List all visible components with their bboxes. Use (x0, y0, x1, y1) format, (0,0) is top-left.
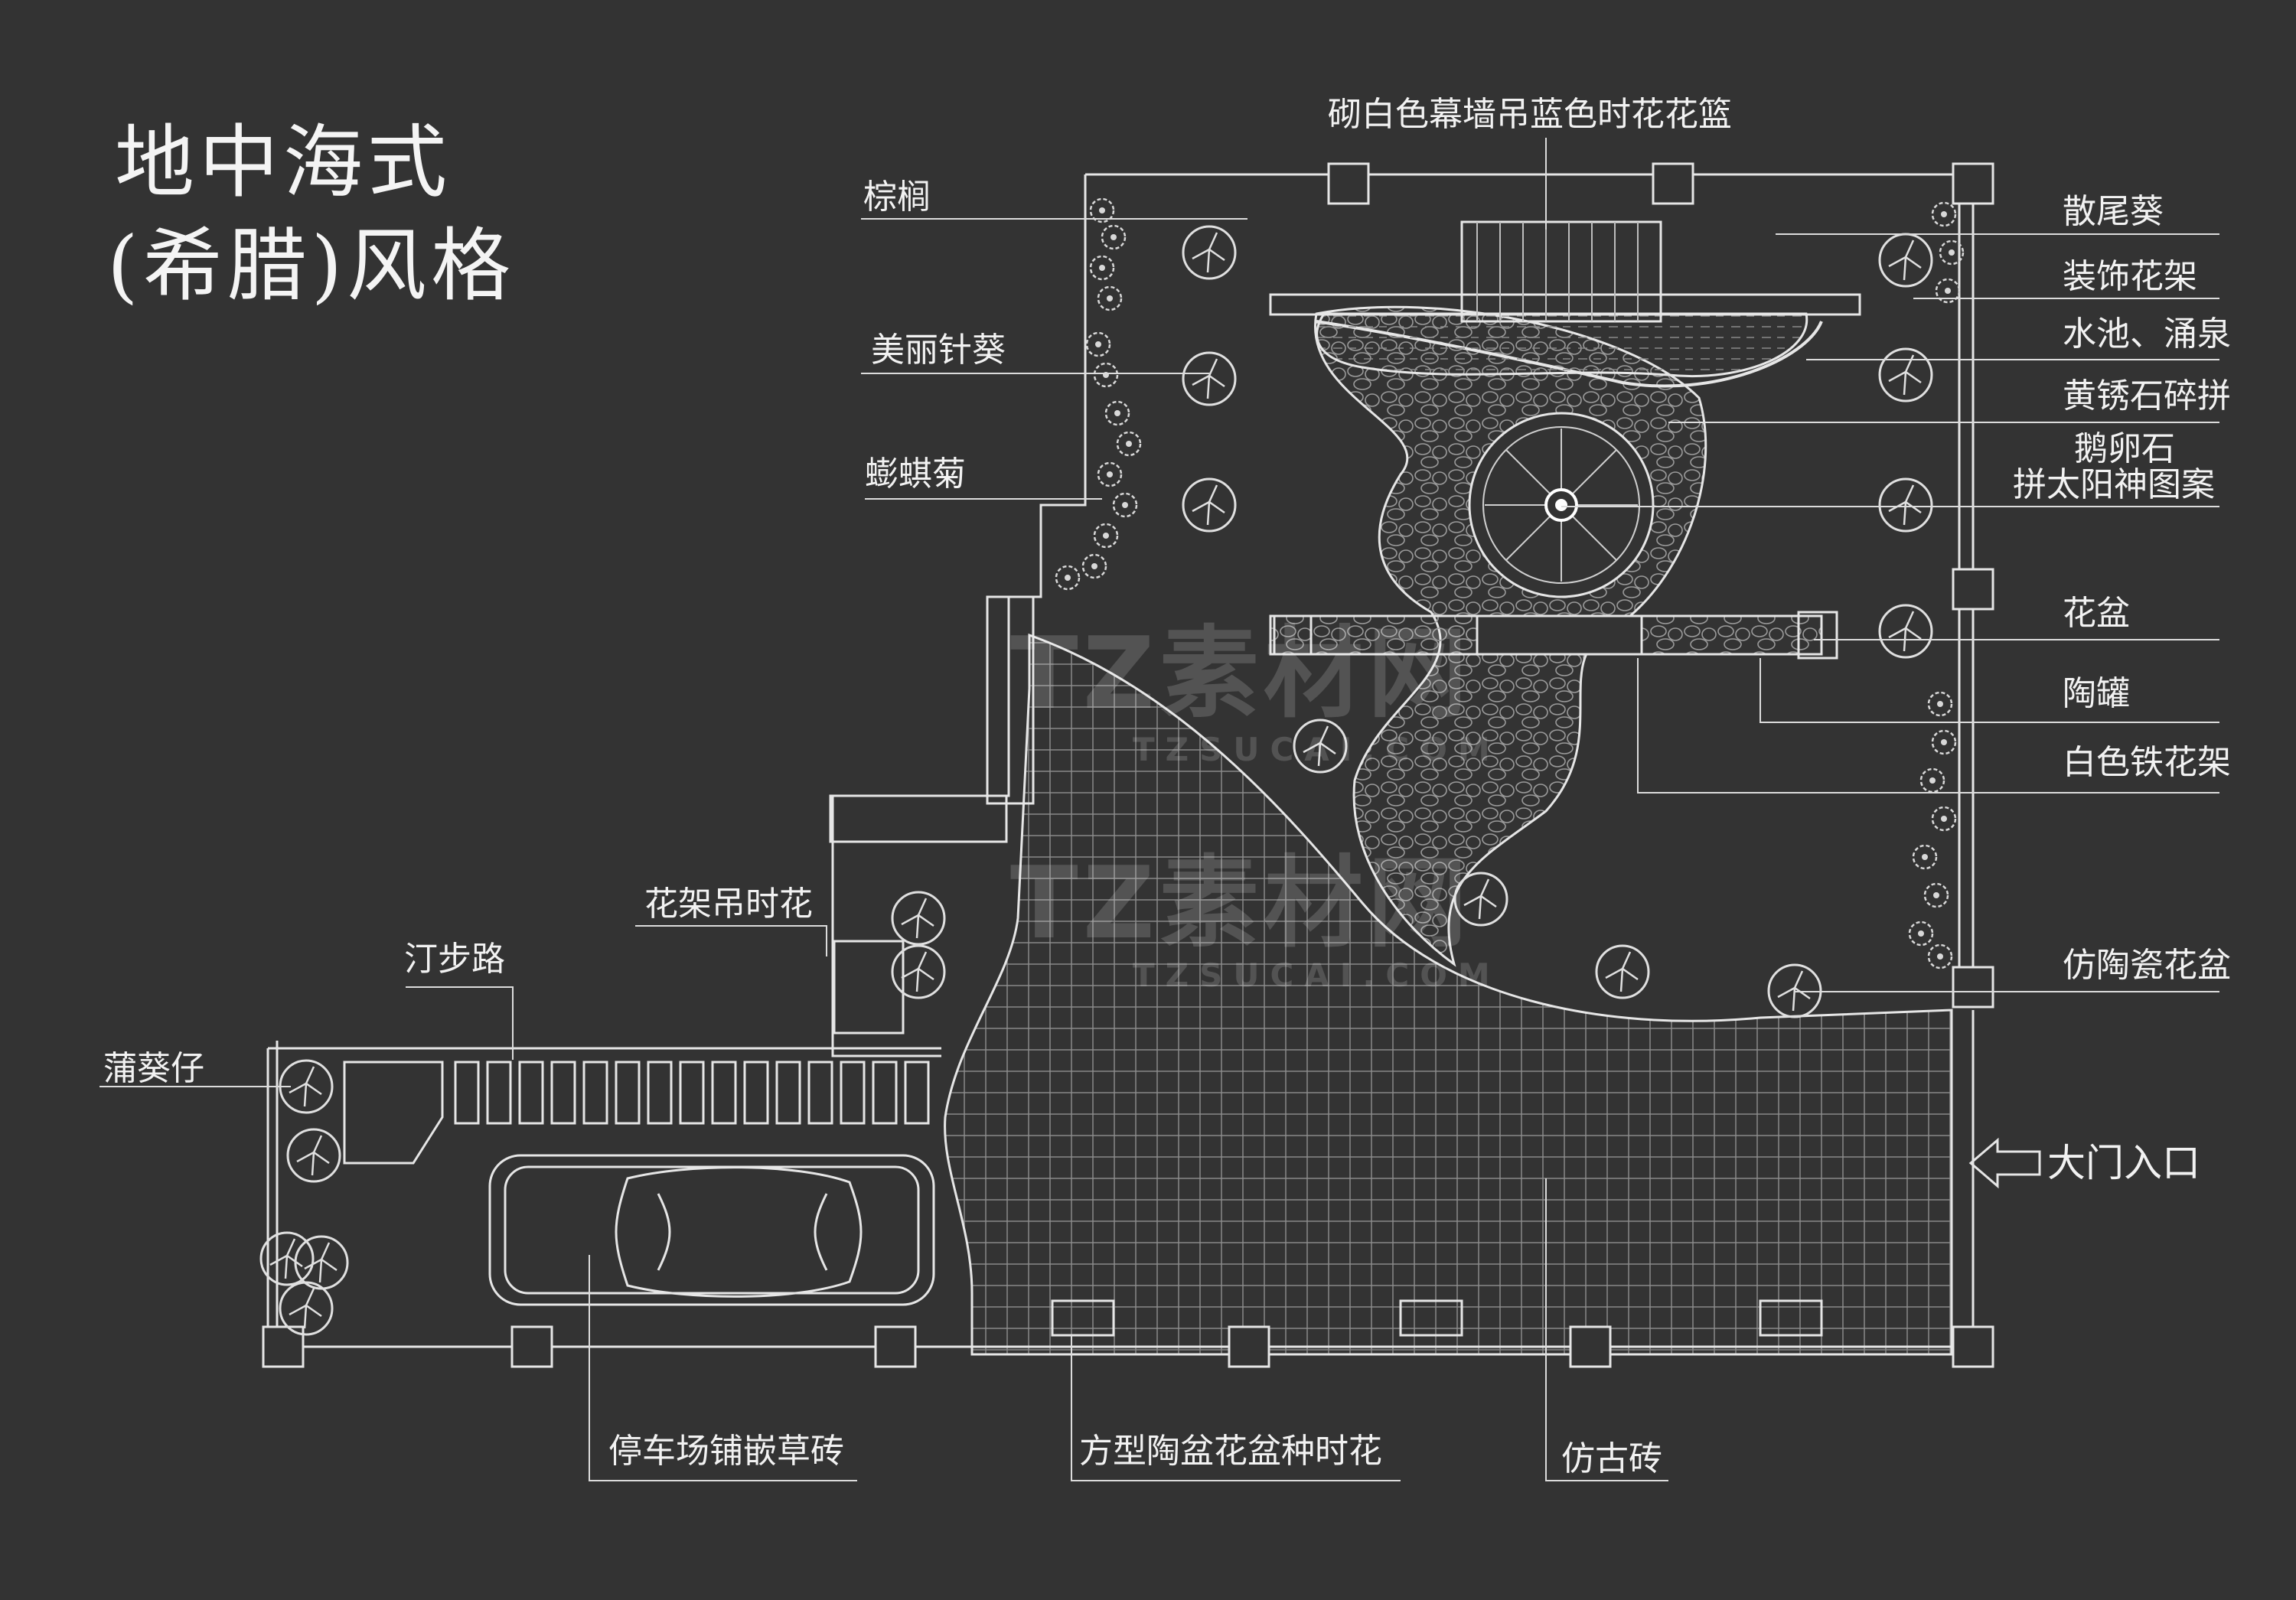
gate-arrow (1968, 1137, 2041, 1189)
label-flower-rack-hanging: 花架吊时花 (644, 885, 813, 924)
label-wedelia: 蟛蜞菊 (865, 455, 966, 494)
label-parking-grass-brick: 停车场铺嵌草砖 (608, 1432, 844, 1471)
tile-floor (944, 633, 1953, 1356)
car (488, 1154, 935, 1306)
label-pottery-jar: 陶罐 (2063, 674, 2130, 713)
label-antique-brick: 仿古砖 (1561, 1439, 1662, 1478)
flower-wall (1269, 293, 1861, 316)
watermark-url: TZSUCAI.COM (1133, 731, 1501, 768)
title-line-1: 地中海式 (115, 116, 452, 209)
watermark-text: TZ素材网 (1010, 615, 1472, 732)
label-livistona: 蒲葵仔 (103, 1049, 204, 1088)
planters (1051, 1299, 1823, 1337)
watermark-url-2: TZSUCAI.COM (1133, 956, 1501, 994)
label-pool-fountain: 水池、涌泉 (2063, 314, 2231, 354)
label-fan-palm: 散尾葵 (2063, 192, 2164, 231)
label-gate-entrance: 大门入口 (2047, 1141, 2200, 1185)
label-pebble-2: 拼太阳神图案 (2013, 465, 2215, 504)
leader-lines (99, 138, 2219, 1481)
label-pebble-1: 鹅卵石 (2074, 429, 2175, 468)
steps (829, 595, 1035, 1035)
label-flower-pot: 花盆 (2063, 594, 2130, 633)
label-white-iron-rack: 白色铁花架 (2063, 743, 2231, 782)
label-yucca: 美丽针葵 (871, 331, 1006, 370)
label-faux-ceramic-pot: 仿陶瓷花盆 (2063, 946, 2231, 985)
title-line-2: (希腊)风格 (107, 219, 516, 312)
label-decor-rack: 装饰花架 (2063, 257, 2197, 296)
watermark-text-2: TZ素材网 (1010, 845, 1472, 961)
stepping-stones (343, 1061, 930, 1165)
sun-medallion (1468, 412, 1655, 598)
label-square-pottery-pot: 方型陶盆花盆种时花 (1079, 1432, 1382, 1471)
label-palm: 棕榈 (863, 178, 931, 217)
label-yellow-stone: 黄锈石碎拼 (2063, 376, 2231, 415)
label-hanging-basket: 砌白色幕墙吊蓝色时花花篮 (1328, 95, 1732, 134)
label-stepping-path: 汀步路 (404, 940, 505, 979)
